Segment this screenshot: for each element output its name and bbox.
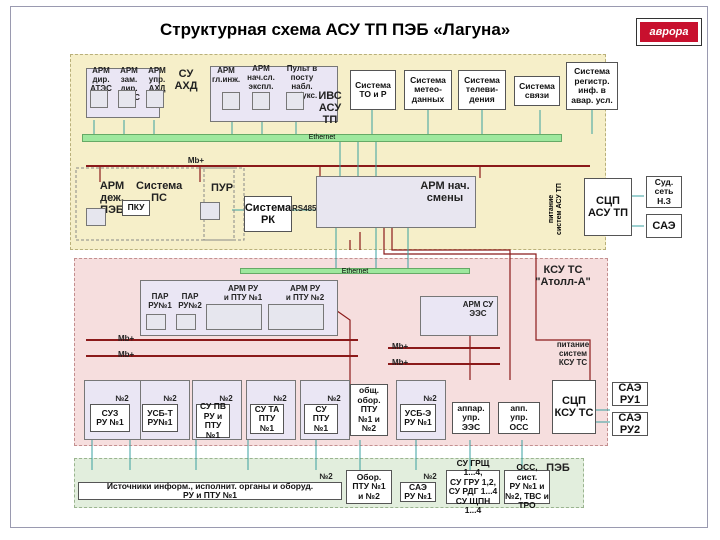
su-ahd-label: СУ АХД	[174, 68, 198, 92]
arm-ru-1-label: АРМ РУ и ПТУ №1	[223, 284, 263, 302]
ethernet-bus-mid: Ethernet	[240, 268, 470, 275]
module-appar-ees[interactable]: аппар. упр. ЭЭС	[452, 402, 490, 434]
arm-gl-inzh-label: АРМ гл.инж.	[212, 66, 241, 84]
arm-upr-ahd-label: АРМ упр. АХД	[148, 66, 166, 93]
arm-nach-smeny-label: АРМ нач. смены	[420, 180, 470, 204]
ethernet-bus-top: Ethernet	[82, 134, 562, 142]
arm-su-ees-console[interactable]	[420, 296, 498, 336]
sae-box[interactable]: САЭ	[646, 214, 682, 238]
system-ps-label: Система ПС	[136, 180, 183, 204]
system-registr[interactable]: Система регистр. инф. в авар. усл.	[566, 62, 618, 110]
par-1-label: ПАР РУ№1	[148, 292, 172, 310]
workstation-icon	[222, 92, 240, 110]
module-suz[interactable]: СУЗ РУ №1	[90, 404, 130, 432]
arm-nach-smeny-console[interactable]	[316, 176, 476, 228]
workstation-icon	[118, 90, 136, 108]
mb-bus-label: Mb+	[187, 156, 205, 165]
arm-dir-atec-label: АРМ дир. АТЭС	[90, 66, 112, 93]
rs485-label: RS485	[292, 204, 317, 213]
diagram-title: Структурная схема АСУ ТП ПЭБ «Лагуна»	[160, 20, 511, 39]
pku-box[interactable]: ПКУ	[122, 200, 150, 216]
module-su-ptu[interactable]: СУ ПТУ №1	[304, 404, 338, 434]
workstation-icon	[200, 202, 220, 220]
module-app-oss[interactable]: апп. упр. ОСС	[498, 402, 540, 434]
brand-logo: аврора	[636, 18, 702, 46]
workstation-icon	[86, 208, 106, 226]
workstation-icon	[286, 92, 304, 110]
sae-ru1-bottom[interactable]: САЭ РУ №1	[400, 482, 436, 502]
arm-dezh-peb-label: АРМ деж. ПЭБ	[99, 180, 125, 216]
workstation-icon	[146, 314, 166, 330]
peb-label: ПЭБ	[546, 462, 570, 474]
system-rk[interactable]: Система РК	[244, 196, 292, 232]
obsh-obor-box[interactable]: Обор. ПТУ №1 и №2	[346, 470, 392, 504]
n2-label: №2	[115, 394, 129, 403]
workstation-icon	[252, 92, 270, 110]
ksu-ts-title: КСУ ТС "Атолл-А"	[535, 264, 591, 288]
n2-label: №2	[219, 394, 233, 403]
module-su-ta[interactable]: СУ ТА ПТУ №1	[250, 404, 284, 434]
scp-asu-tp[interactable]: СЦП АСУ ТП	[584, 178, 632, 236]
arm-ru-2-label: АРМ РУ и ПТУ №2	[285, 284, 325, 302]
mb-label: Mb+	[392, 342, 409, 351]
module-obshch-obor[interactable]: общ. обор. ПТУ №1 и №2	[350, 384, 388, 436]
n2-label: №2	[423, 394, 437, 403]
sae-ru2-box[interactable]: САЭ РУ2	[612, 412, 648, 436]
workstation-icon	[176, 314, 196, 330]
n2-label: №2	[423, 472, 437, 481]
pur-label: ПУР	[210, 182, 234, 194]
arm-nach-sl-label: АРМ нач.сл. экспл.	[247, 64, 275, 91]
slide-frame	[10, 6, 708, 528]
mb-label: Mb+	[118, 334, 135, 343]
par-2-label: ПАР РУ№2	[178, 292, 202, 310]
system-to-r[interactable]: Система ТО и Р	[350, 70, 396, 110]
arm-ru-2-console[interactable]	[268, 304, 324, 330]
n2-label: №2	[319, 472, 333, 481]
ivs-asu-tp-label: ИВС АСУ ТП	[318, 90, 342, 126]
oss-box[interactable]: ОСС, сист. РУ №1 и №2, ТВС и ТРО	[504, 463, 550, 510]
module-usb-t[interactable]: УСБ-Т РУ№1	[142, 404, 178, 432]
n2-label: №2	[273, 394, 287, 403]
arm-su-ees-label: АРМ СУ ЭЭС	[462, 300, 494, 318]
workstation-icon	[90, 90, 108, 108]
n2-label: №2	[327, 394, 341, 403]
sud-set-box[interactable]: Суд. сеть Н.З	[646, 176, 682, 208]
arm-ru-1-console[interactable]	[206, 304, 262, 330]
sources-box[interactable]: Источники информ., исполнит. органы и об…	[78, 481, 342, 500]
system-meteo[interactable]: Система метео- данных	[404, 70, 452, 110]
mb-label: Mb+	[118, 350, 135, 359]
n2-label: №2	[163, 394, 177, 403]
module-su-pv[interactable]: СУ ПВ РУ и ПТУ №1	[196, 401, 230, 439]
system-svyaz[interactable]: Система связи	[514, 76, 560, 106]
workstation-icon	[146, 90, 164, 108]
mb-label: Mb+	[392, 358, 409, 367]
logo-text: аврора	[640, 22, 698, 42]
scp-ksu-ts[interactable]: СЦП КСУ ТС	[552, 380, 596, 434]
su-grsh-box[interactable]: СУ ГРЩ 1...4, СУ ГРУ 1,2, СУ РДГ 1...4 С…	[446, 458, 500, 515]
pitanie-ksu-label: питание систем КСУ ТС	[556, 340, 590, 367]
system-tv[interactable]: Система телеви- дения	[458, 70, 506, 110]
sae-ru1-box[interactable]: САЭ РУ1	[612, 382, 648, 406]
pitanie-asu-label: питание систем АСУ ТП	[548, 183, 563, 235]
module-usb-e[interactable]: УСБ-Э РУ №1	[400, 404, 436, 432]
